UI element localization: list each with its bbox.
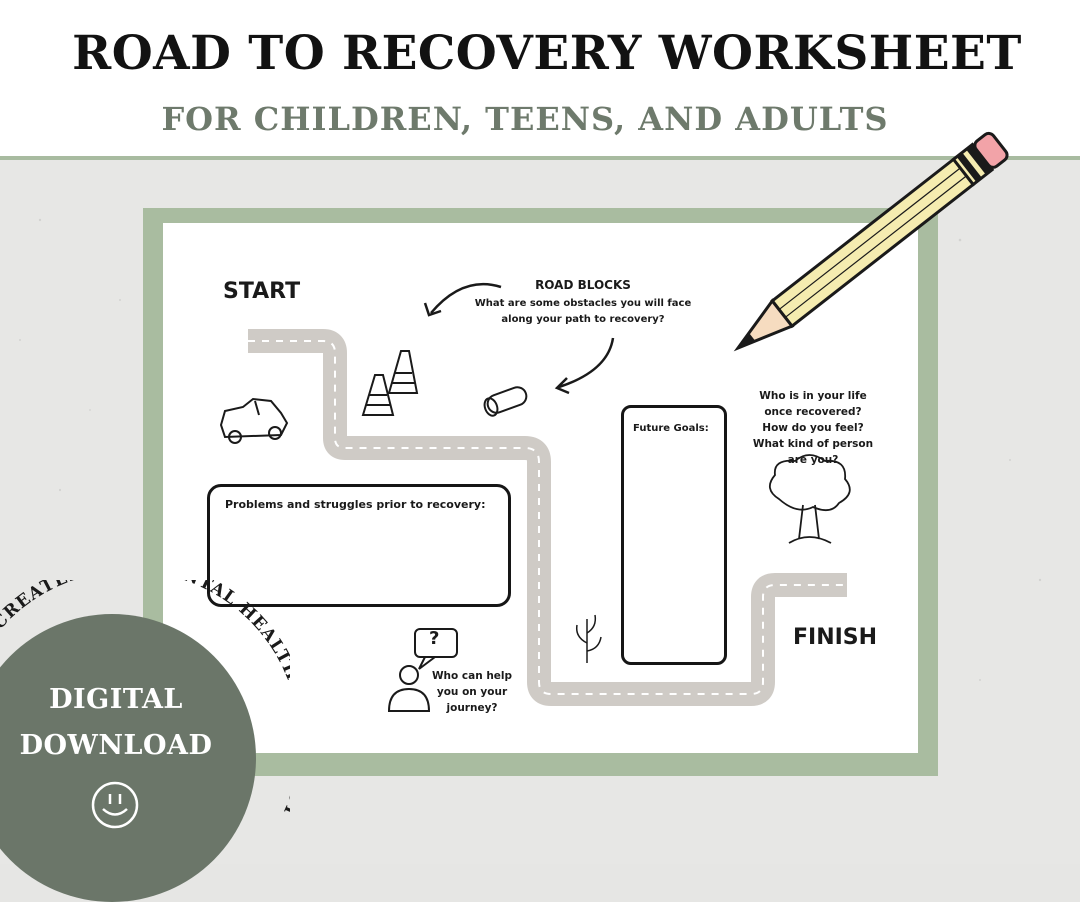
traffic-cone-icon [361,350,419,416]
who-can-help-prompt: Who can help you on your journey? [431,670,513,714]
log-icon [483,386,528,417]
future-goals-box[interactable] [621,405,727,665]
road-blocks-title: ROAD BLOCKS [535,278,631,292]
plant-icon [575,614,602,663]
finish-label: FINISH [793,625,878,650]
speech-bubble-question-mark: ? [429,628,440,649]
pencil-icon [733,131,1009,352]
car-icon [219,397,289,444]
future-goals-label: Future Goals: [633,423,709,434]
header-banner: ROAD TO RECOVERY WORKSHEET FOR CHILDREN,… [0,0,1080,160]
smiley-icon [91,781,139,829]
page-title: ROAD TO RECOVERY WORKSHEET [72,26,1022,81]
badge-line-digital: DIGITAL [49,684,183,715]
problems-box[interactable] [207,484,511,607]
person-icon [387,628,458,712]
page-subtitle: FOR CHILDREN, TEENS, AND ADULTS [161,100,889,138]
who-in-life-prompt: Who is in your life once recovered? How … [752,390,874,466]
digital-download-badge: CREATED BY A MENTAL HEALTH SPECIALIST DI… [0,580,290,902]
tree-icon [769,454,851,544]
problems-label: Problems and struggles prior to recovery… [225,498,486,511]
badge-arc-text: CREATED BY A MENTAL HEALTH SPECIALIST [0,580,290,821]
road-path [219,282,851,712]
start-label: START [223,279,301,304]
badge-line-download: DOWNLOAD [19,730,213,761]
road-blocks-question: What are some obstacles you will face al… [474,298,692,325]
badge-circle [0,614,256,902]
